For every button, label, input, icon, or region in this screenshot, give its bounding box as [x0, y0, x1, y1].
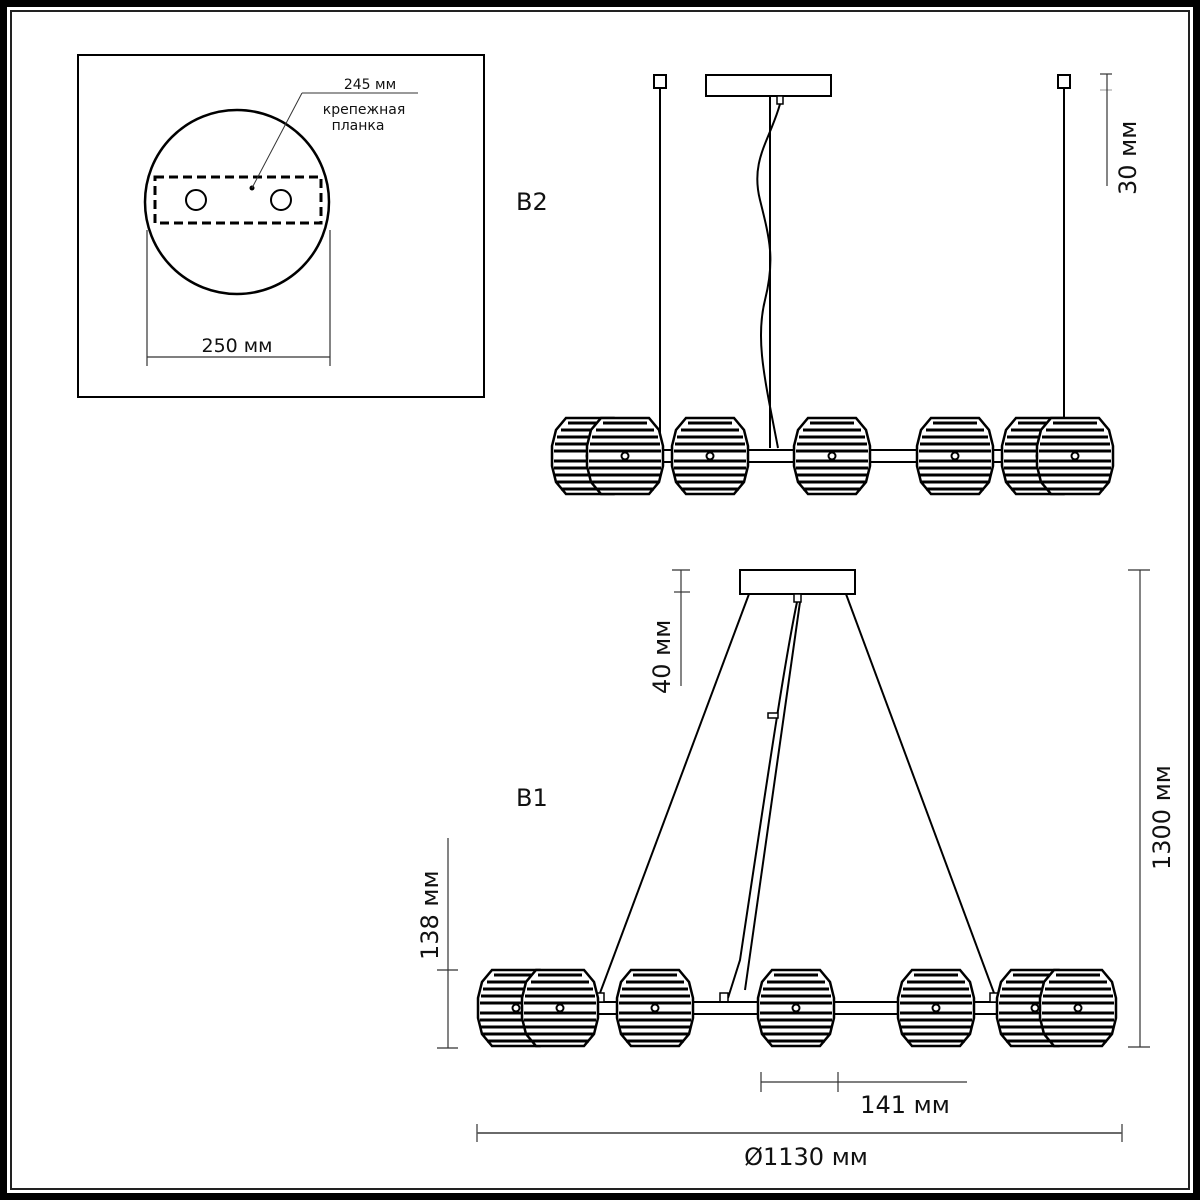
plate-dimension-label: 245 мм	[344, 77, 396, 93]
view-b2-label: B2	[516, 188, 548, 216]
b1-canopy-height-label: 40 мм	[648, 620, 676, 694]
mount-hole-right	[270, 189, 292, 211]
view-b1-drawing	[437, 569, 1150, 1142]
b2-canopy-height-label: 30 мм	[1114, 121, 1142, 195]
shade-height-label: 138 мм	[416, 870, 444, 960]
shade-spacing-label: 141 мм	[860, 1091, 950, 1119]
plate-label-line2: планка	[332, 118, 385, 134]
overall-diameter-label: Ø1130 мм	[744, 1143, 868, 1171]
view-b2-drawing	[550, 73, 1115, 496]
canopy-diameter-label: 250 мм	[202, 335, 273, 357]
inner-frame	[10, 10, 1190, 1190]
canopy-circle	[143, 108, 331, 296]
canopy-inset-panel	[77, 54, 485, 398]
mounting-plate	[153, 175, 323, 225]
total-height-label: 1300 мм	[1148, 765, 1176, 870]
view-b1-label: B1	[516, 784, 548, 812]
plate-label-line1: крепежная	[323, 102, 406, 118]
mount-hole-left	[185, 189, 207, 211]
